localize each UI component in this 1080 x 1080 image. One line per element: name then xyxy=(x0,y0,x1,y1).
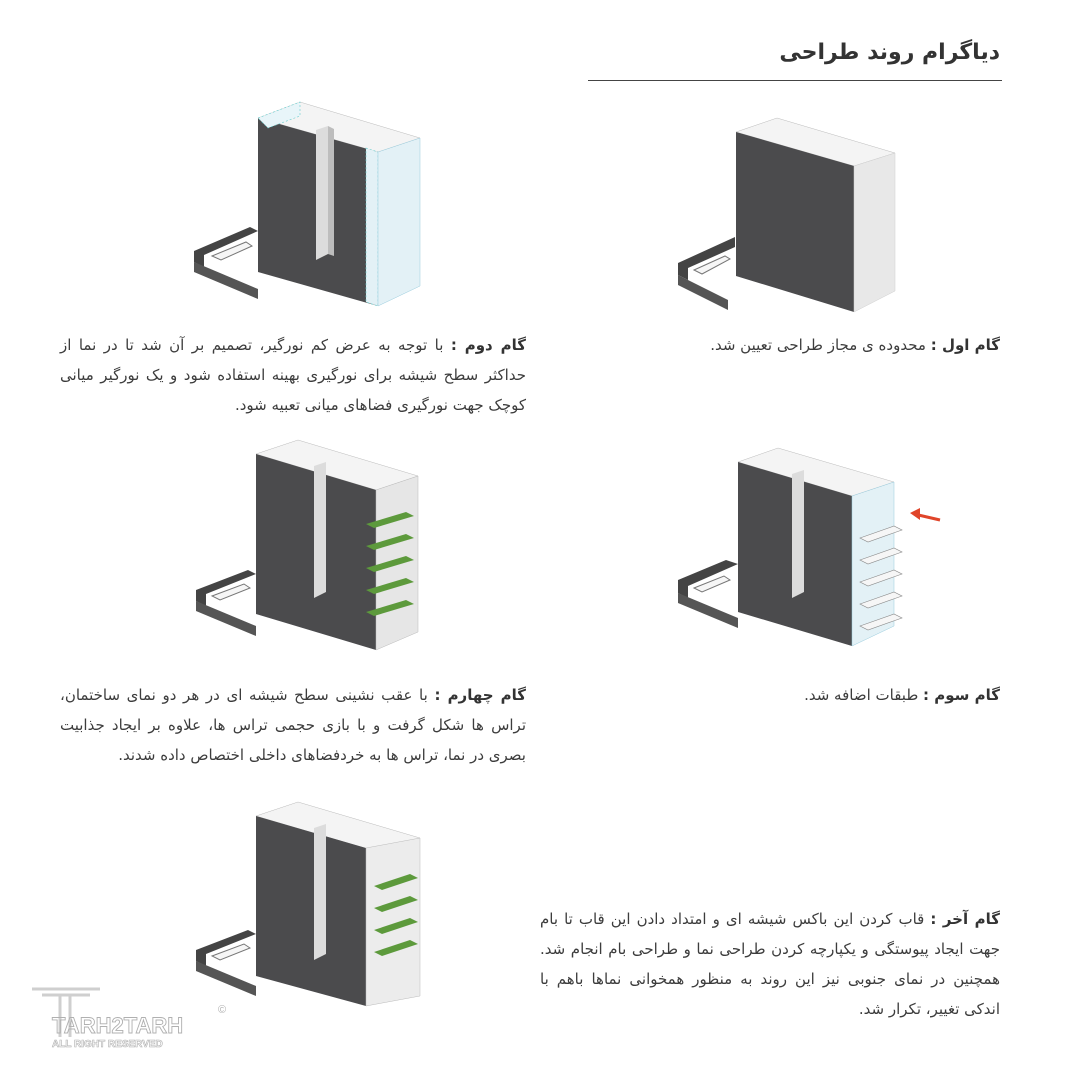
site-boundary-frame xyxy=(196,570,256,636)
title-divider xyxy=(588,80,1002,81)
step-4-heading: گام چهارم : xyxy=(434,686,526,704)
step-1-massing-figure xyxy=(678,117,896,313)
step-5-heading: گام آخر : xyxy=(930,910,1000,928)
watermark-copyright-symbol: © xyxy=(218,1004,226,1016)
step-2-heading: گام دوم : xyxy=(450,336,526,354)
logo-t-mark xyxy=(32,987,100,1037)
step-2-caption: گام دوم : با توجه به عرض کم نورگیر، تصمی… xyxy=(60,330,526,420)
volume-block xyxy=(257,101,421,307)
site-boundary-frame xyxy=(678,560,738,628)
step-2-body: با توجه به عرض کم نورگیر، تصمیم بر آن شد… xyxy=(60,336,526,414)
step-1-heading: گام اول : xyxy=(930,336,1000,354)
step-2-glazing-figure xyxy=(194,101,421,307)
step-3-body: طبقات اضافه شد. xyxy=(804,686,919,704)
page-title: دیاگرام روند طراحی xyxy=(779,40,1000,65)
step-4-body: با عقب نشینی سطح شیشه ای در هر دو نمای س… xyxy=(60,686,526,764)
volume-block xyxy=(737,447,895,647)
floor-slabs xyxy=(859,525,903,631)
volume-block xyxy=(255,439,419,651)
step-3-heading: گام سوم : xyxy=(923,686,1000,704)
volume-block xyxy=(735,117,896,313)
volume-block xyxy=(255,801,421,1007)
terrace-slabs xyxy=(366,512,414,616)
watermark-rights: ALL RIGHT RESERVED xyxy=(52,1039,163,1050)
site-boundary-frame xyxy=(196,930,256,996)
step-3-caption: گام سوم : طبقات اضافه شد. xyxy=(580,680,1000,710)
step-1-body: محدوده ی مجاز طراحی تعیین شد. xyxy=(710,336,926,354)
step-3-floors-figure xyxy=(678,447,941,647)
watermark-brand: TARH2TARH xyxy=(52,1013,183,1038)
indicator-arrow xyxy=(910,508,941,522)
site-boundary-frame xyxy=(678,237,735,310)
step-5-caption: گام آخر : قاب کردن این باکس شیشه ای و ام… xyxy=(540,904,1000,1024)
step-4-terraces-figure xyxy=(196,439,419,651)
step-5-frame-figure xyxy=(196,801,421,1007)
step-5-body: قاب کردن این باکس شیشه ای و امتداد دادن … xyxy=(540,910,1000,1018)
site-boundary-frame xyxy=(194,227,258,299)
terrace-slabs xyxy=(374,874,418,956)
step-1-caption: گام اول : محدوده ی مجاز طراحی تعیین شد. xyxy=(580,330,1000,360)
step-4-caption: گام چهارم : با عقب نشینی سطح شیشه ای در … xyxy=(60,680,526,770)
watermark-logo: TARH2TARH ALL RIGHT RESERVED © xyxy=(32,987,226,1050)
